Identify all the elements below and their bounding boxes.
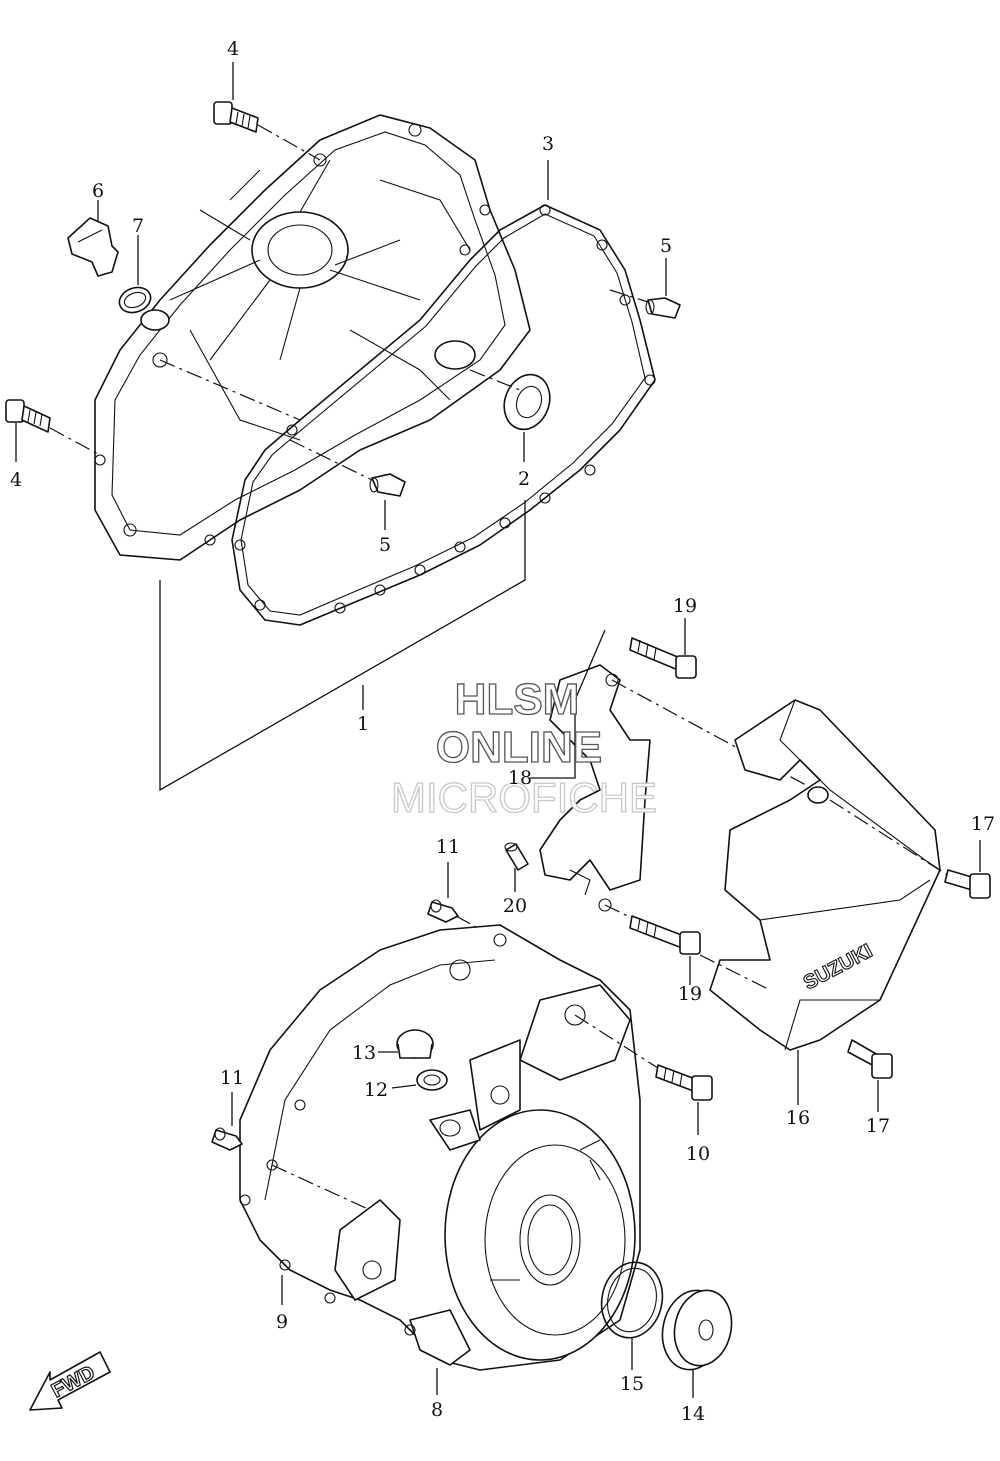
- bolt-17-right: [944, 840, 991, 899]
- watermark-line-2: ONLINE: [436, 723, 602, 772]
- oil-seal: [503, 373, 551, 462]
- dowel-pin-20: [504, 842, 529, 892]
- callout-8: 8: [431, 1399, 443, 1421]
- callout-13: 13: [352, 1042, 376, 1064]
- callout-11-upper: 11: [436, 836, 460, 858]
- callout-labels: 1 2 3 4 4 5 5 6 7 8 9 10 11 11 12 13 14 …: [10, 38, 995, 1425]
- callout-10: 10: [686, 1143, 710, 1165]
- callout-11-lower: 11: [220, 1067, 244, 1089]
- cover-bracket: [530, 629, 651, 912]
- watermark-line-1: HLSM: [455, 675, 580, 724]
- callout-4-left: 4: [10, 469, 22, 491]
- callout-4-top: 4: [227, 38, 239, 60]
- bolt-19-upper: [611, 618, 816, 791]
- drain-plug: [378, 1029, 448, 1091]
- callout-5-right: 5: [660, 235, 672, 257]
- callout-19-lower: 19: [678, 983, 702, 1005]
- callout-19-upper: 19: [673, 595, 697, 617]
- callout-14: 14: [681, 1403, 705, 1425]
- leader-1: [159, 500, 526, 792]
- watermark-line-3: MICROFICHE: [391, 774, 657, 821]
- cap: [661, 1289, 733, 1398]
- callout-16: 16: [786, 1107, 810, 1129]
- callout-15: 15: [620, 1373, 644, 1395]
- callout-17-right: 17: [971, 813, 995, 835]
- generator-cover: [239, 924, 641, 1395]
- clutch-cover: [94, 114, 531, 561]
- bolt-4-left: [5, 399, 101, 462]
- callout-2: 2: [518, 468, 530, 490]
- bolt-17-lower: [847, 1039, 893, 1112]
- callout-20: 20: [503, 895, 527, 917]
- o-ring: [600, 1261, 664, 1370]
- callout-6: 6: [92, 180, 104, 202]
- fwd-arrow-icon: FWD: [29, 1351, 111, 1411]
- callout-5-center: 5: [379, 534, 391, 556]
- dowel-pins-5: [289, 258, 681, 530]
- callout-3: 3: [542, 133, 554, 155]
- callout-18: 18: [508, 767, 532, 789]
- dowel-pin-11-lower: [211, 1092, 243, 1151]
- callout-9: 9: [276, 1311, 288, 1333]
- oil-filler-cap: [67, 200, 170, 331]
- watermark: HLSM ONLINE MICROFICHE: [390, 674, 657, 821]
- callout-1: 1: [357, 713, 369, 735]
- gasket: [231, 204, 656, 626]
- callout-12: 12: [364, 1079, 388, 1101]
- bolt-4-top: [213, 62, 321, 161]
- bolt-19-lower: [604, 904, 701, 985]
- bolt-10: [574, 1014, 713, 1135]
- callout-7: 7: [132, 215, 144, 237]
- callout-17-lower: 17: [866, 1115, 890, 1137]
- sprocket-cover: SUZUKI: [699, 699, 956, 1105]
